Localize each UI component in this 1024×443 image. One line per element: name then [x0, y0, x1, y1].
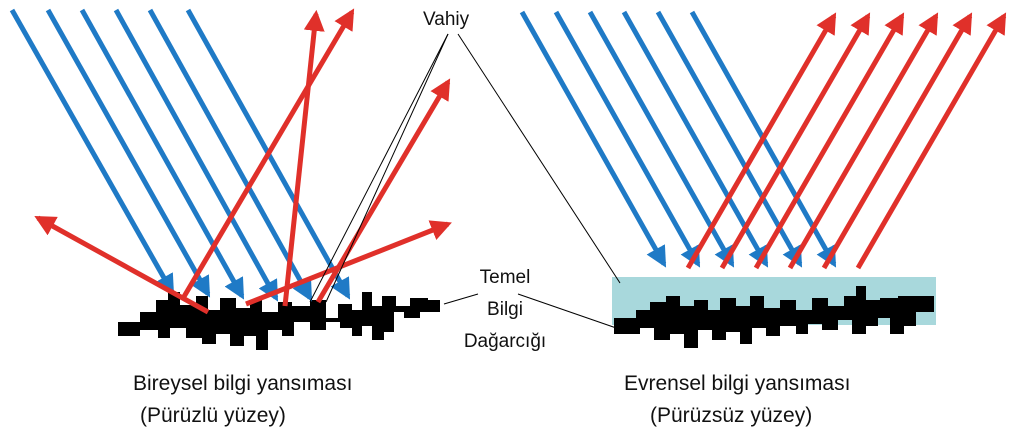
basic-knowledge-label-line2: Bilgi — [487, 299, 523, 320]
basic-knowledge-label-line1: Temel — [479, 267, 531, 288]
left-reflected-rays — [34, 8, 452, 315]
right-reflected-rays — [685, 12, 1007, 270]
reflected-ray — [787, 12, 939, 270]
incident-ray — [519, 10, 667, 268]
incident-ray — [147, 8, 313, 302]
pointer-basic-left — [443, 293, 479, 305]
incident-ray — [45, 8, 211, 298]
rough-ground-right — [614, 286, 934, 348]
left-rough-surface — [118, 292, 440, 350]
left-caption-subtitle: (Pürüzlü yüzey) — [140, 404, 286, 427]
right-incident-rays — [519, 10, 837, 268]
pointer-revelation-left-2 — [309, 33, 449, 303]
basic-knowledge-label-line3: Dağarcığı — [463, 331, 547, 352]
left-caption-title: Bireysel bilgi yansıması — [133, 372, 353, 395]
reflected-ray — [282, 9, 325, 307]
pointer-revelation-right — [457, 33, 621, 284]
reflected-ray — [753, 12, 905, 270]
right-caption-title: Evrensel bilgi yansıması — [624, 372, 851, 395]
reflected-ray — [821, 12, 973, 270]
incident-ray — [621, 10, 769, 268]
incident-ray — [587, 10, 735, 268]
rough-ground-left — [118, 292, 440, 350]
reflected-ray — [719, 12, 871, 270]
reflected-ray — [179, 8, 355, 302]
incident-ray — [113, 8, 279, 302]
incident-ray — [553, 10, 701, 268]
right-caption-subtitle: (Pürüzsüz yüzey) — [650, 404, 813, 427]
left-incident-rays — [9, 8, 351, 302]
right-smooth-surface — [612, 277, 936, 348]
incident-ray — [9, 8, 175, 296]
reflected-ray — [855, 12, 1007, 270]
pointer-lines — [309, 33, 623, 331]
reflected-ray — [685, 12, 837, 270]
revelation-label: Vahiy — [423, 9, 470, 30]
reflected-ray — [245, 220, 452, 307]
reflected-ray — [34, 215, 210, 315]
pointer-revelation-left-1 — [325, 33, 449, 303]
incident-ray — [655, 10, 803, 268]
pointer-basic-right — [517, 293, 623, 331]
